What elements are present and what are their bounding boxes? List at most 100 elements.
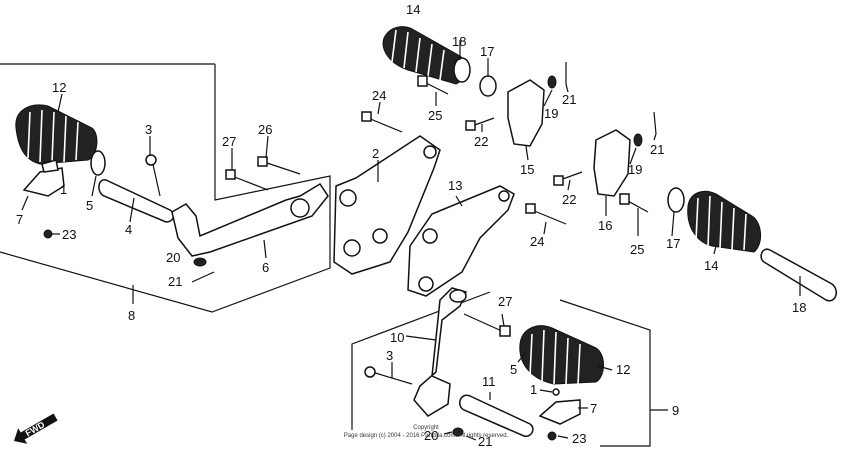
washer-left [90,150,106,176]
bolt-25-right-head [619,193,630,205]
spring-clip-left [22,167,65,197]
cotter-21-right [653,111,657,135]
washer-19-right [633,133,643,147]
cotter-21-left [191,271,215,283]
callout-7-left: 7 [16,212,23,227]
callout-19-top: 19 [544,106,558,121]
pivot-pin-18-right [760,248,837,302]
callout-17-right: 17 [666,236,680,251]
callout-5-lower: 5 [510,362,517,377]
brake-pedal-6 [171,182,329,257]
callout-21-top: 21 [562,92,576,107]
forward-arrow-icon [14,413,58,444]
bolt-24-right-head [525,203,536,214]
washer-20-lower [452,427,464,437]
copyright-watermark: Copyright Page design (c) 2004 - 2016 Pa… [344,425,509,439]
callout-14-right: 14 [704,258,718,273]
pin-3-left [151,159,161,197]
footpeg-rubber-top [382,26,466,85]
bolt-26-head [257,156,268,167]
callout-11: 11 [482,374,496,389]
copyright-line-1: Copyright [413,425,439,431]
bolt-27-left-head [225,169,236,180]
bolt-23-left [43,229,53,239]
callout-3-lower: 3 [386,348,393,363]
bolt-27-right [463,313,505,333]
callout-9: 9 [672,403,679,418]
bolt-22-upper-head [465,120,476,131]
copyright-line-2: Page design (c) 2004 - 2016 Partzilla.co… [344,433,509,439]
callout-5-left: 5 [86,198,93,213]
assembly-8-outline [0,64,331,313]
callout-27-left: 27 [222,134,236,149]
callout-23-left: 23 [62,227,76,242]
callout-18-right: 18 [792,300,806,315]
callout-20-left: 20 [166,250,180,265]
bolt-26 [263,161,301,175]
step-bracket-2 [333,135,441,275]
callout-1-left: 1 [60,182,67,197]
callout-24-upper: 24 [372,88,386,103]
pin-1-lower [552,388,560,396]
callout-2: 2 [372,146,379,161]
step-bracket-13 [407,185,515,297]
assembly-9-outline-right [559,299,651,447]
bolt-24-upper-head [361,111,372,122]
callout-24-right: 24 [530,234,544,249]
peg-shaft-11 [459,394,534,437]
footpeg-rubber-lower [519,325,604,385]
bolt-27-left [231,175,269,191]
callout-22-right: 22 [562,192,576,207]
callout-25-right: 25 [630,242,644,257]
footpeg-rubber-right [687,190,761,253]
shift-arm-10 [413,287,468,417]
callout-4: 4 [125,222,132,237]
callout-12-lower: 12 [616,362,630,377]
peg-shaft-4 [98,179,175,223]
leader-lines [21,40,801,441]
callout-21-right: 21 [650,142,664,157]
bolt-24-upper [367,117,403,133]
callout-23-lower: 23 [572,431,586,446]
pin-3-left-head [145,154,157,166]
holder-15 [507,79,545,147]
bolt-22-right-head [553,175,564,186]
footpeg-top-end [453,57,471,83]
holder-16 [593,129,631,197]
callout-22-upper: 22 [474,134,488,149]
bolt-25-upper-head [417,75,428,87]
callout-20-lower: 20 [424,428,438,443]
callout-labels: 12 3 1 5 7 23 4 27 26 6 20 21 8 2 24 13 … [16,2,806,449]
callout-26: 26 [258,122,272,137]
callout-16: 16 [598,218,612,233]
washer-20-left [193,257,207,267]
callout-8: 8 [128,308,135,323]
brake-pedal-pivot [290,198,310,218]
callout-18-top: 18 [452,34,466,49]
footpeg-rubber-left [15,104,98,165]
forward-arrow: FWD [14,413,58,444]
pin-left [41,159,59,173]
callout-27-right: 27 [498,294,512,309]
bolt-24-right [531,209,567,225]
callout-25-upper: 25 [428,108,442,123]
callout-13: 13 [448,178,462,193]
callout-14-top: 14 [406,2,420,17]
callout-19-right: 19 [628,162,642,177]
callout-21-lower: 21 [478,434,492,449]
callout-17-top: 17 [480,44,494,59]
bolt-23-lower [547,431,557,441]
callout-12-left: 12 [52,80,66,95]
bolt-25-upper [423,81,449,95]
callout-7-lower: 7 [590,401,597,416]
washer-19-top [547,75,557,89]
callout-21-left: 21 [168,274,182,289]
callout-3-left: 3 [145,122,152,137]
washer-17-right [667,187,685,213]
callout-1-lower: 1 [530,382,537,397]
callout-15: 15 [520,162,534,177]
callout-6: 6 [262,260,269,275]
callout-10: 10 [390,330,404,345]
bolt-27-right-head [499,325,511,337]
